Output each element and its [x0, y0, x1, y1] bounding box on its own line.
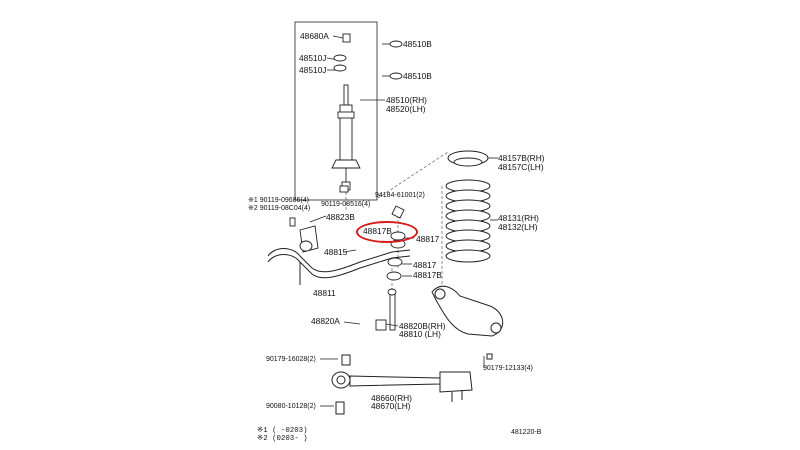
part-label-48131: 48131(RH)	[498, 213, 539, 223]
part-label-48811: 48811	[313, 288, 336, 298]
part-label-48510RH: 48510(RH)	[386, 95, 427, 105]
part-label-94184-61001: 94184-61001(2)	[375, 192, 425, 199]
part-label-90080-10128: 90080-10128(2)	[266, 403, 316, 410]
footnote-2: ※2 (0203- )	[257, 435, 308, 443]
shock-absorber	[331, 33, 361, 191]
stabilizer-bar	[267, 248, 411, 285]
stabilizer-bracket	[289, 217, 319, 253]
part-label-48670: 48670(LH)	[371, 401, 411, 411]
part-label-48157B: 48157B(RH)	[498, 153, 545, 163]
strut-rod	[331, 353, 493, 415]
highlight-ellipse-48817B	[356, 221, 418, 243]
part-label-48510J-a: 48510J	[299, 53, 327, 63]
part-label-48660: 48660(RH)	[371, 393, 412, 403]
part-label-48510B-mid: 48510B	[403, 71, 432, 81]
coil-spring	[445, 150, 491, 263]
footnote-1: ※1 ( -0203)	[257, 427, 308, 435]
part-label-48817-a: 48817	[416, 234, 440, 244]
part-label-48157C: 48157C(LH)	[498, 162, 544, 172]
part-label-48810: 48810 (LH)	[399, 329, 441, 339]
part-label-48817B-highlighted: 48817B	[363, 226, 392, 236]
figure-code: 481220-B	[511, 429, 542, 436]
part-label-48510J-b: 48510J	[299, 65, 327, 75]
part-label-90119-08516: 90119-08516(4)	[321, 201, 371, 208]
part-label-90119-08C04: ※2 90119-08C04(4)	[248, 205, 311, 212]
part-label-48132: 48132(LH)	[498, 222, 538, 232]
part-label-48815: 48815	[324, 247, 348, 257]
part-label-90179-12133: 90179-12133(4)	[483, 365, 533, 372]
part-label-48510B-top: 48510B	[403, 39, 432, 49]
part-label-48820A: 48820A	[311, 316, 340, 326]
part-label-48817B-b: 48817B	[413, 270, 442, 280]
part-label-48680A: 48680A	[300, 31, 329, 41]
part-label-90119-09686: ※1 90119-09686(4)	[248, 197, 310, 204]
lower-arm-bracket	[431, 285, 504, 337]
part-label-48520LH: 48520(LH)	[386, 104, 426, 114]
part-label-48820B: 48820B(RH)	[399, 321, 446, 331]
shock-absorber-box	[294, 21, 378, 201]
part-label-90179-16028: 90179-16028(2)	[266, 356, 316, 363]
part-label-48817-b: 48817	[413, 260, 437, 270]
part-label-48823B: 48823B	[326, 212, 355, 222]
bushing-48510B	[389, 40, 403, 80]
